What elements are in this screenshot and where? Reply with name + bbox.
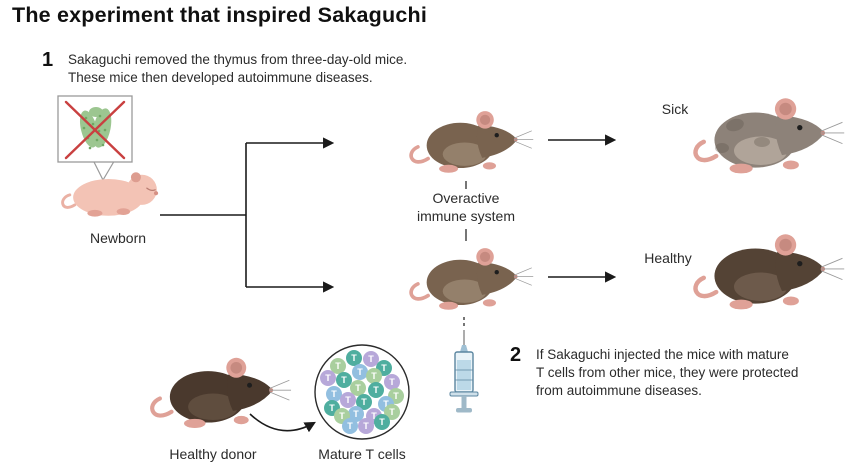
- svg-text:T: T: [353, 409, 359, 419]
- svg-text:T: T: [373, 385, 379, 395]
- svg-text:T: T: [368, 354, 374, 364]
- svg-text:T: T: [371, 411, 377, 421]
- svg-text:T: T: [389, 407, 395, 417]
- svg-text:T: T: [379, 417, 385, 427]
- step2-number: 2: [510, 344, 522, 366]
- healthy-donor-label: Healthy donor: [169, 446, 257, 462]
- mature-t-cells-label: Mature T cells: [318, 446, 406, 462]
- treated-mouse-top: [409, 109, 535, 175]
- step1-number: 1: [42, 49, 54, 71]
- step1-text: Sakaguchi removed the thymus from three-…: [68, 52, 408, 86]
- healthy-label: Healthy: [644, 250, 692, 266]
- newborn-mouse: [61, 170, 160, 219]
- svg-text:T: T: [339, 411, 345, 421]
- treated-mouse-bottom: [409, 246, 535, 312]
- svg-text:T: T: [355, 383, 361, 393]
- thymus-callout: [57, 95, 133, 182]
- healthy-mouse: [696, 234, 845, 309]
- svg-text:T: T: [357, 367, 363, 377]
- sick-label: Sick: [661, 101, 689, 117]
- svg-text:T: T: [325, 373, 331, 383]
- red-cross-icon: [64, 100, 126, 160]
- step2-text: If Sakaguchi injected the mice with matu…: [536, 347, 799, 399]
- svg-text:T: T: [335, 361, 341, 371]
- healthy-donor-mouse: [152, 358, 291, 428]
- svg-text:T: T: [347, 421, 353, 431]
- svg-text:T: T: [341, 375, 347, 385]
- svg-text:T: T: [329, 403, 335, 413]
- svg-text:T: T: [371, 371, 377, 381]
- sick-mouse: [696, 98, 845, 173]
- flow-arrows: [160, 134, 617, 329]
- svg-text:T: T: [389, 377, 395, 387]
- syringe-icon: [449, 330, 479, 413]
- svg-text:T: T: [393, 391, 399, 401]
- svg-text:T: T: [361, 397, 367, 407]
- sick-mouse-fur-patches: [715, 118, 770, 153]
- overactive-immune-label: Overactive immune system: [416, 190, 516, 224]
- svg-text:T: T: [381, 363, 387, 373]
- donor-to-tcells-arrow: [249, 413, 316, 433]
- svg-text:T: T: [383, 399, 389, 409]
- svg-text:T: T: [331, 389, 337, 399]
- svg-text:T: T: [351, 353, 357, 363]
- svg-text:T: T: [345, 395, 351, 405]
- newborn-label: Newborn: [89, 230, 147, 246]
- svg-text:T: T: [363, 421, 369, 431]
- page-title: The experiment that inspired Sakaguchi: [12, 3, 428, 27]
